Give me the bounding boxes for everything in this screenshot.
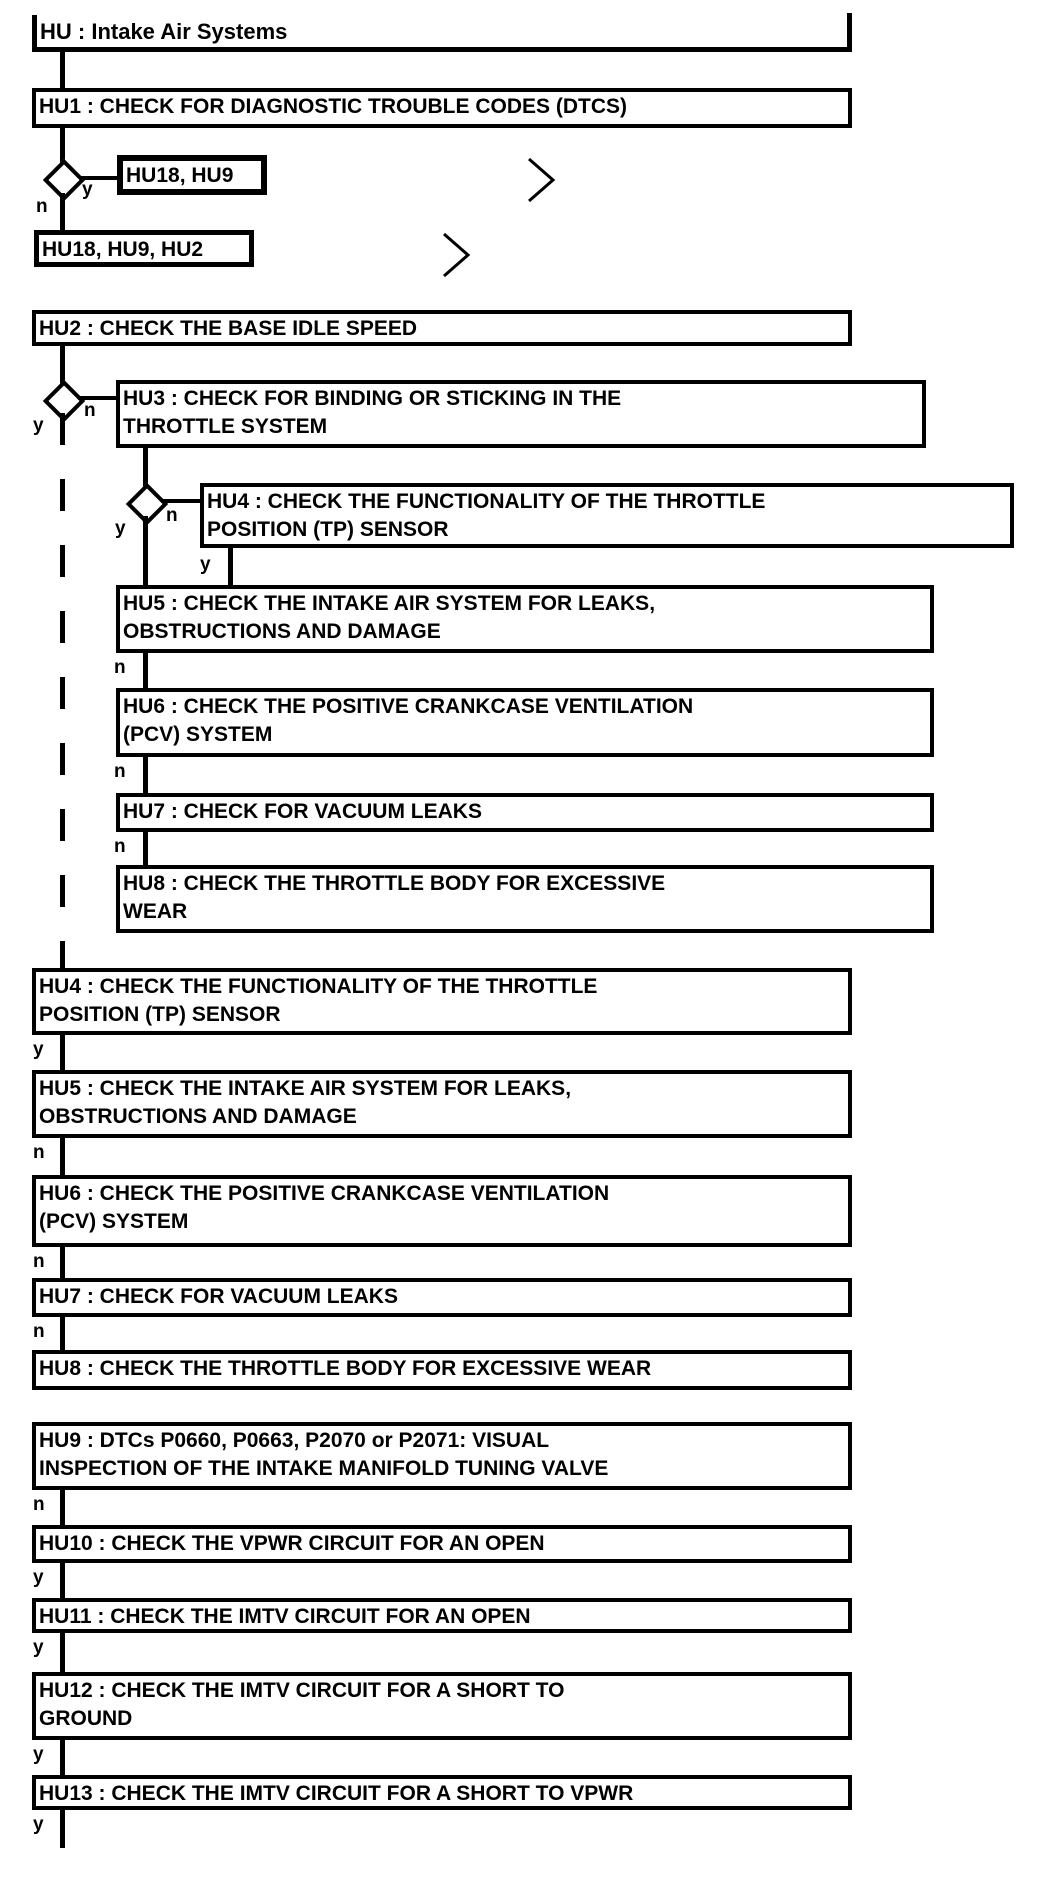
branch-label-n: n — [33, 1251, 45, 1272]
node-label: HU11 : CHECK THE IMTV CIRCUIT FOR AN OPE… — [39, 1605, 531, 1628]
branch-label-y: y — [115, 518, 126, 539]
branch-label-y: y — [82, 179, 93, 200]
node-label: HU6 : CHECK THE POSITIVE CRANKCASE VENTI… — [39, 1182, 610, 1205]
node-label: POSITION (TP) SENSOR — [39, 1003, 281, 1026]
connector — [60, 1740, 65, 1775]
node-label: HU13 : CHECK THE IMTV CIRCUIT FOR A SHOR… — [39, 1782, 634, 1805]
node-label: HU7 : CHECK FOR VACUUM LEAKS — [39, 1285, 398, 1308]
diagram-title: HU : Intake Air Systems — [40, 19, 288, 44]
flow-node-hu2: HU2 : CHECK THE BASE IDLE SPEED — [32, 310, 852, 346]
connector — [143, 832, 148, 865]
connector — [60, 1317, 65, 1350]
title-left-bar — [32, 15, 37, 52]
continuation-chevron-icon — [443, 232, 471, 278]
branch-label-n: n — [33, 1321, 45, 1342]
node-label: HU3 : CHECK FOR BINDING OR STICKING IN T… — [123, 387, 622, 410]
node-label: HU8 : CHECK THE THROTTLE BODY FOR EXCESS… — [123, 872, 666, 895]
node-label: HU4 : CHECK THE FUNCTIONALITY OF THE THR… — [207, 490, 766, 513]
branch-label-y: y — [33, 415, 44, 436]
node-label: HU6 : CHECK THE POSITIVE CRANKCASE VENTI… — [123, 695, 694, 718]
connector — [60, 1138, 65, 1175]
connector — [143, 448, 148, 489]
node-label: HU12 : CHECK THE IMTV CIRCUIT FOR A SHOR… — [39, 1679, 565, 1702]
node-label: HU5 : CHECK THE INTAKE AIR SYSTEM FOR LE… — [123, 592, 656, 615]
flow-node-hu1: HU1 : CHECK FOR DIAGNOSTIC TROUBLE CODES… — [32, 88, 852, 128]
node-label: HU18, HU9, HU2 — [42, 238, 204, 261]
flow-node-hu13: HU13 : CHECK THE IMTV CIRCUIT FOR A SHOR… — [32, 1775, 852, 1810]
flow-node-hu4: HU4 : CHECK THE FUNCTIONALITY OF THE THR… — [32, 968, 852, 1035]
node-label: WEAR — [123, 900, 188, 923]
flow-node-hu4-sub: HU4 : CHECK THE FUNCTIONALITY OF THE THR… — [200, 483, 1014, 548]
flow-node-hu5: HU5 : CHECK THE INTAKE AIR SYSTEM FOR LE… — [32, 1070, 852, 1138]
branch-label-n: n — [114, 657, 126, 678]
title-right-tick — [847, 13, 852, 52]
node-label: HU8 : CHECK THE THROTTLE BODY FOR EXCESS… — [39, 1357, 652, 1380]
connector — [78, 396, 118, 400]
branch-label-y: y — [33, 1744, 44, 1765]
continuation-chevron-icon — [528, 157, 556, 203]
connector — [60, 1563, 65, 1598]
flow-node-hu7: HU7 : CHECK FOR VACUUM LEAKS — [32, 1278, 852, 1317]
branch-label-n: n — [36, 196, 48, 217]
connector — [60, 1633, 65, 1672]
node-label: HU1 : CHECK FOR DIAGNOSTIC TROUBLE CODES… — [39, 95, 627, 118]
branch-label-n: n — [33, 1494, 45, 1515]
connector — [228, 548, 233, 585]
branch-label-n: n — [114, 836, 126, 857]
flow-node-hu12: HU12 : CHECK THE IMTV CIRCUIT FOR A SHOR… — [32, 1672, 852, 1740]
branch-label-n: n — [166, 505, 178, 526]
connector — [60, 1810, 65, 1848]
flow-node-hu3: HU3 : CHECK FOR BINDING OR STICKING IN T… — [116, 380, 926, 448]
connector — [60, 128, 65, 165]
flow-node-hu10: HU10 : CHECK THE VPWR CIRCUIT FOR AN OPE… — [32, 1525, 852, 1563]
node-label: HU18, HU9 — [126, 164, 234, 187]
flow-node-hu18-hu9-hu2: HU18, HU9, HU2 — [34, 230, 254, 267]
flow-node-hu7-sub: HU7 : CHECK FOR VACUUM LEAKS — [116, 793, 934, 832]
node-label: OBSTRUCTIONS AND DAMAGE — [123, 620, 441, 643]
connector — [60, 52, 65, 88]
connector — [60, 193, 65, 230]
flow-node-hu9: HU9 : DTCs P0660, P0663, P2070 or P2071:… — [32, 1422, 852, 1490]
branch-label-y: y — [33, 1637, 44, 1658]
connector — [143, 516, 148, 585]
node-label: HU5 : CHECK THE INTAKE AIR SYSTEM FOR LE… — [39, 1077, 572, 1100]
branch-label-n: n — [114, 761, 126, 782]
flow-node-hu5-sub: HU5 : CHECK THE INTAKE AIR SYSTEM FOR LE… — [116, 585, 934, 653]
node-label: INSPECTION OF THE INTAKE MANIFOLD TUNING… — [39, 1457, 609, 1480]
node-label: GROUND — [39, 1707, 133, 1730]
branch-label-y: y — [200, 554, 211, 575]
node-label: POSITION (TP) SENSOR — [207, 518, 449, 541]
branch-label-n: n — [84, 400, 96, 421]
connector — [60, 1035, 65, 1070]
node-label: HU10 : CHECK THE VPWR CIRCUIT FOR AN OPE… — [39, 1532, 545, 1555]
connector-dashed — [60, 413, 65, 968]
branch-label-y: y — [33, 1567, 44, 1588]
node-label: (PCV) SYSTEM — [123, 723, 273, 746]
flow-node-hu8-sub: HU8 : CHECK THE THROTTLE BODY FOR EXCESS… — [116, 865, 934, 933]
node-label: HU9 : DTCs P0660, P0663, P2070 or P2071:… — [39, 1429, 550, 1452]
flow-node-hu18-hu9: HU18, HU9 — [117, 155, 267, 195]
node-label: (PCV) SYSTEM — [39, 1210, 189, 1233]
branch-label-y: y — [33, 1814, 44, 1835]
node-label: HU2 : CHECK THE BASE IDLE SPEED — [39, 317, 418, 340]
node-label: HU7 : CHECK FOR VACUUM LEAKS — [123, 800, 482, 823]
connector — [80, 176, 118, 180]
flow-node-hu6-sub: HU6 : CHECK THE POSITIVE CRANKCASE VENTI… — [116, 688, 934, 757]
node-label: HU4 : CHECK THE FUNCTIONALITY OF THE THR… — [39, 975, 598, 998]
node-label: THROTTLE SYSTEM — [123, 415, 328, 438]
flow-node-hu6: HU6 : CHECK THE POSITIVE CRANKCASE VENTI… — [32, 1175, 852, 1247]
connector — [60, 1247, 65, 1278]
flow-node-hu11: HU11 : CHECK THE IMTV CIRCUIT FOR AN OPE… — [32, 1598, 852, 1633]
connector — [143, 653, 148, 688]
flow-node-hu8: HU8 : CHECK THE THROTTLE BODY FOR EXCESS… — [32, 1350, 852, 1390]
title-underline — [32, 47, 852, 52]
branch-label-y: y — [33, 1039, 44, 1060]
node-label: OBSTRUCTIONS AND DAMAGE — [39, 1105, 357, 1128]
connector — [60, 346, 65, 386]
branch-label-n: n — [33, 1142, 45, 1163]
connector — [143, 757, 148, 793]
connector — [60, 1490, 65, 1525]
connector — [161, 499, 202, 503]
